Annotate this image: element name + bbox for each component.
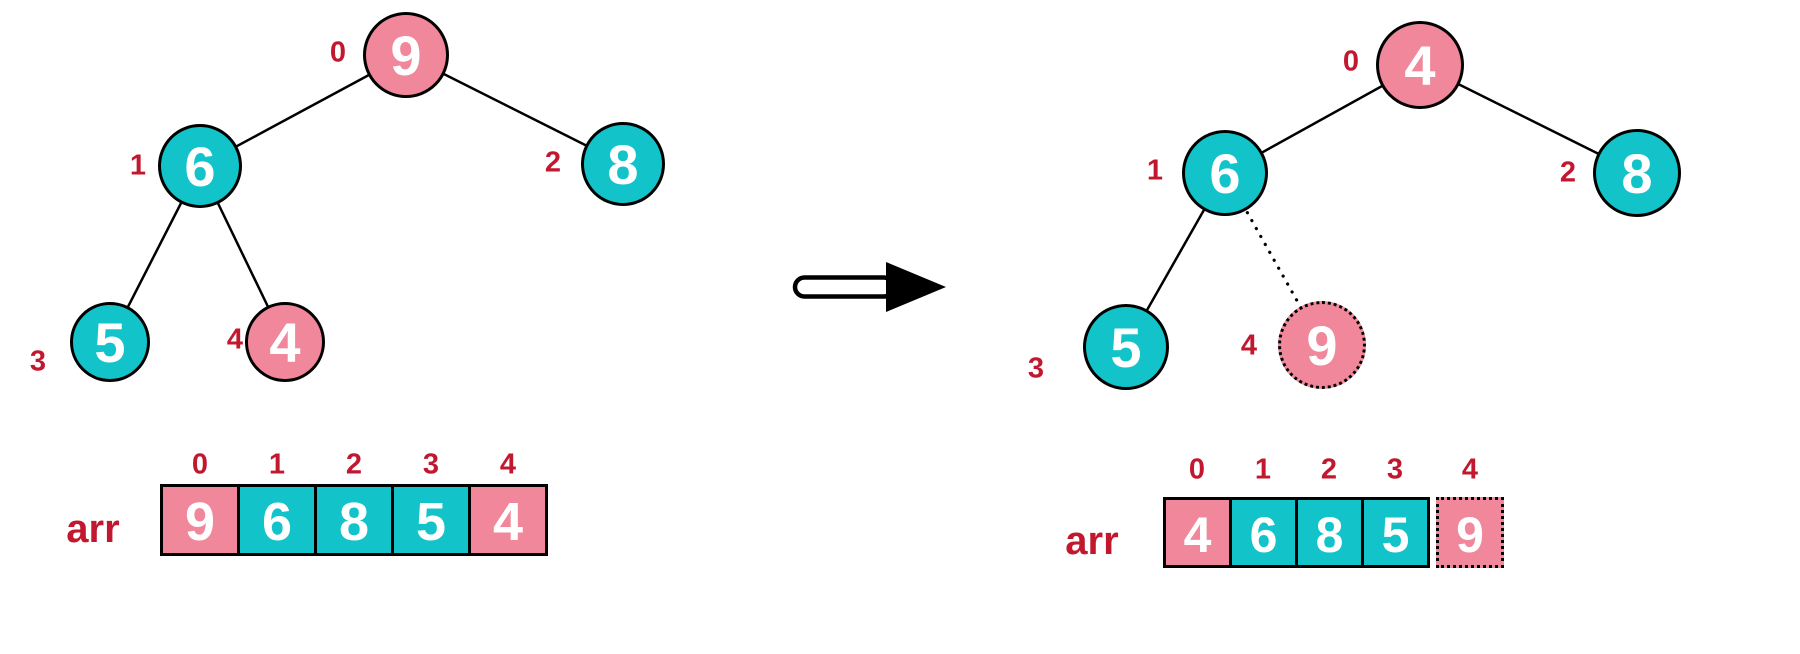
- cell-value: 8: [338, 492, 370, 552]
- array-index-label: 3: [422, 448, 440, 481]
- node-value: 8: [607, 133, 639, 196]
- node-value: 4: [1404, 34, 1436, 97]
- array-index-label: 4: [499, 448, 517, 481]
- array-cell: 5: [1361, 497, 1430, 568]
- transform-arrow-icon: [792, 262, 946, 312]
- node-index-label: 1: [129, 149, 147, 182]
- array-cell: 6: [237, 484, 317, 556]
- node-index-label: 4: [1240, 329, 1258, 362]
- array-index-label: 0: [1188, 453, 1206, 486]
- array-cell: 4: [468, 484, 548, 556]
- right-tree-node-1: 6: [1182, 130, 1268, 216]
- array-index-label: 1: [1254, 453, 1272, 486]
- right-tree-node-3: 5: [1083, 304, 1169, 390]
- array-index-label: 0: [191, 448, 209, 481]
- array-name-label: arr: [66, 507, 120, 551]
- node-value: 6: [184, 135, 216, 198]
- array-name-label: arr: [1065, 519, 1119, 563]
- array-cell: 9: [160, 484, 240, 556]
- left-tree-node-3: 5: [70, 302, 150, 382]
- array-index-label: 4: [1461, 453, 1479, 486]
- array-cell: 6: [1229, 497, 1298, 568]
- node-index-label: 3: [29, 345, 47, 378]
- array-index-label: 3: [1386, 453, 1404, 486]
- node-value: 4: [269, 311, 301, 374]
- left-tree-node-2: 8: [581, 122, 665, 206]
- array-cell: 5: [391, 484, 471, 556]
- node-index-label: 1: [1146, 154, 1164, 187]
- array-cell: 4: [1163, 497, 1232, 568]
- array-index-label: 2: [345, 448, 363, 481]
- array-index-label: 2: [1320, 453, 1338, 486]
- cell-value: 4: [492, 492, 524, 552]
- node-value: 6: [1209, 142, 1241, 205]
- left-tree-node-0: 9: [363, 12, 449, 98]
- node-value: 5: [94, 311, 126, 374]
- cell-value: 4: [1183, 506, 1212, 563]
- node-value: 5: [1110, 316, 1142, 379]
- array-cell: 8: [314, 484, 394, 556]
- node-index-label: 3: [1027, 352, 1045, 385]
- left-tree-node-4: 4: [245, 302, 325, 382]
- array-cell-detached: 9: [1436, 497, 1504, 568]
- right-tree-node-4-detached: 9: [1278, 301, 1366, 389]
- cell-value: 5: [1381, 506, 1410, 563]
- node-index-label: 2: [544, 146, 562, 179]
- cell-value: 5: [415, 492, 447, 552]
- node-value: 8: [1621, 142, 1653, 205]
- cell-value: 9: [184, 492, 216, 552]
- left-tree-node-1: 6: [158, 124, 242, 208]
- right-tree-node-0: 4: [1376, 21, 1464, 109]
- node-index-label: 2: [1559, 156, 1577, 189]
- right-tree-node-2: 8: [1593, 129, 1681, 217]
- node-index-label: 0: [329, 36, 347, 69]
- node-index-label: 0: [1342, 45, 1360, 78]
- array-index-label: 1: [268, 448, 286, 481]
- cell-value: 6: [1249, 506, 1278, 563]
- cell-value: 8: [1315, 506, 1344, 563]
- node-value: 9: [1306, 314, 1338, 377]
- cell-value: 9: [1456, 506, 1484, 563]
- node-index-label: 4: [226, 323, 244, 356]
- array-cell: 8: [1295, 497, 1364, 568]
- cell-value: 6: [261, 492, 293, 552]
- node-value: 9: [390, 24, 422, 87]
